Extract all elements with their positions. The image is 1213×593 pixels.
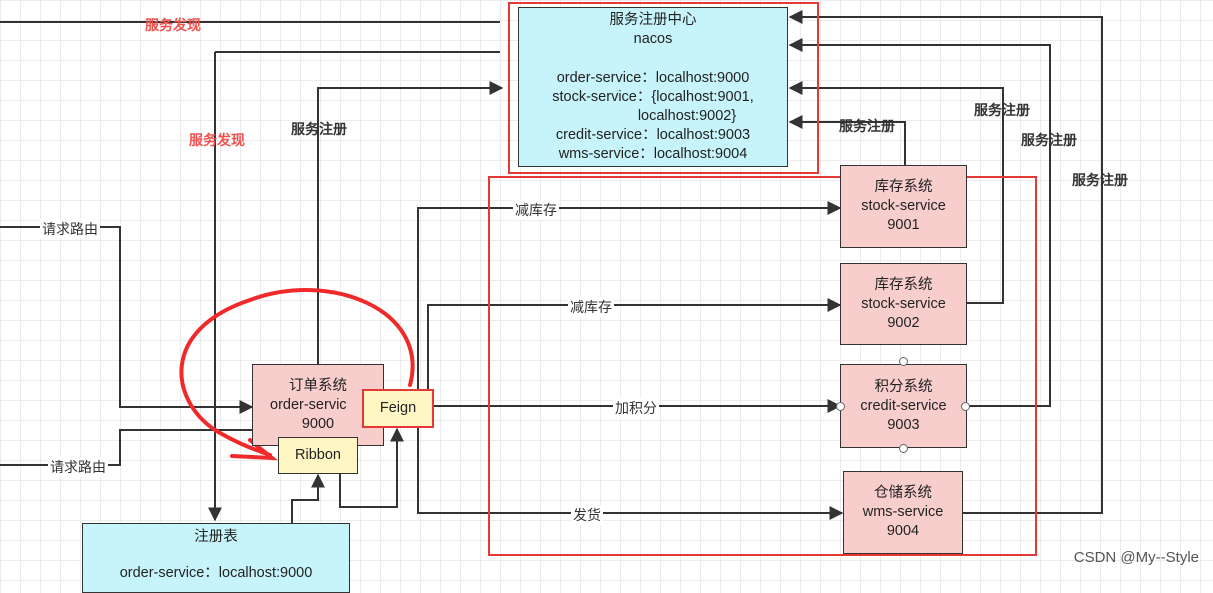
registry-highlight-frame: [508, 2, 819, 174]
table-to-ribbon-line: [291, 473, 325, 523]
service-id: stock-service: [861, 295, 946, 312]
registry-title: 服务注册中心: [609, 11, 697, 28]
local-table-title: 注册表: [194, 529, 238, 545]
ribbon-label: Ribbon: [295, 447, 341, 463]
route-label-2: 请求路由: [48, 457, 108, 477]
service-id: wms-service: [862, 504, 944, 520]
order-to-feign-line: [339, 427, 404, 508]
route-label-1: 请求路由: [40, 219, 100, 239]
discovery-label-left: 服务发现: [189, 132, 245, 148]
ribbon-box: Ribbon: [278, 437, 358, 474]
stock2-register-line: [788, 81, 1004, 304]
order-register-line: [317, 81, 504, 365]
register-label-credit: 服务注册: [1021, 132, 1077, 148]
feign-box: Feign: [362, 389, 434, 428]
register-label-order: 服务注册: [291, 121, 347, 137]
connection-point-left: [836, 402, 845, 411]
registry-line-wms: wms-service：localhost:9004: [558, 145, 748, 162]
stock-service-9002-box: 库存系统 stock-service 9002: [840, 263, 967, 345]
registry-subtitle: nacos: [633, 30, 673, 47]
order-id: order-servic: [270, 396, 347, 413]
service-name: 积分系统: [874, 378, 933, 395]
watermark: CSDN @My--Style: [1073, 549, 1199, 566]
hand-drawn-loop: [179, 287, 415, 457]
service-name: 仓储系统: [874, 485, 932, 501]
wms-register-line: [788, 10, 1103, 514]
ship-label: 发货: [571, 505, 603, 525]
reduce-stock-label-1: 减库存: [513, 200, 559, 220]
credit-register-line: [788, 38, 1051, 407]
discovery-label-top: 服务发现: [145, 17, 201, 33]
service-port: 9003: [887, 416, 920, 433]
service-port: 9001: [887, 217, 920, 233]
local-table-line: order-service：localhost:9000: [119, 565, 313, 581]
registry-line-credit: credit-service：localhost:9003: [555, 126, 751, 143]
service-port: 9004: [886, 523, 920, 539]
registry-line-stock-cont: localhost:9002}: [637, 107, 737, 124]
stock-service-9001-box: 库存系统 stock-service 9001: [840, 165, 967, 248]
register-label-stock2: 服务注册: [974, 102, 1030, 118]
connection-point-right: [961, 402, 970, 411]
registry-line-stock: stock-service：{localhost:9001,: [552, 88, 754, 105]
credit-service-9003-box: 积分系统 credit-service 9003: [840, 364, 967, 448]
service-name: 库存系统: [874, 179, 933, 195]
register-label-wms: 服务注册: [1072, 172, 1128, 188]
reduce-stock-label-2: 减库存: [568, 297, 614, 317]
wms-service-9004-box: 仓储系统 wms-service 9004: [843, 471, 963, 554]
register-label-stock1: 服务注册: [839, 118, 895, 134]
feign-label: Feign: [379, 400, 417, 416]
hand-drawn-arrowhead: [230, 438, 278, 461]
service-port: 9002: [887, 314, 920, 331]
feign-to-stock2: [427, 298, 842, 390]
services-highlight-frame: [488, 176, 1037, 556]
service-name: 库存系统: [874, 276, 933, 293]
registry-center-box: 服务注册中心 nacos order-service：localhost:900…: [518, 7, 788, 167]
service-id: credit-service: [860, 397, 947, 414]
connection-point-top: [899, 357, 908, 366]
connection-point-bottom: [899, 444, 908, 453]
discovery-down-line: [215, 51, 500, 520]
feign-to-wms: [417, 428, 844, 520]
stock1-register-line: [788, 115, 906, 165]
registry-line-order: order-service：localhost:9000: [556, 69, 750, 86]
order-port: 9000: [301, 415, 335, 432]
feign-to-stock1: [417, 201, 842, 390]
local-registry-table-box: 注册表 order-service：localhost:9000: [82, 523, 350, 593]
order-name: 订单系统: [289, 377, 347, 394]
service-id: stock-service: [861, 198, 946, 214]
add-points-label: 加积分: [613, 398, 659, 418]
